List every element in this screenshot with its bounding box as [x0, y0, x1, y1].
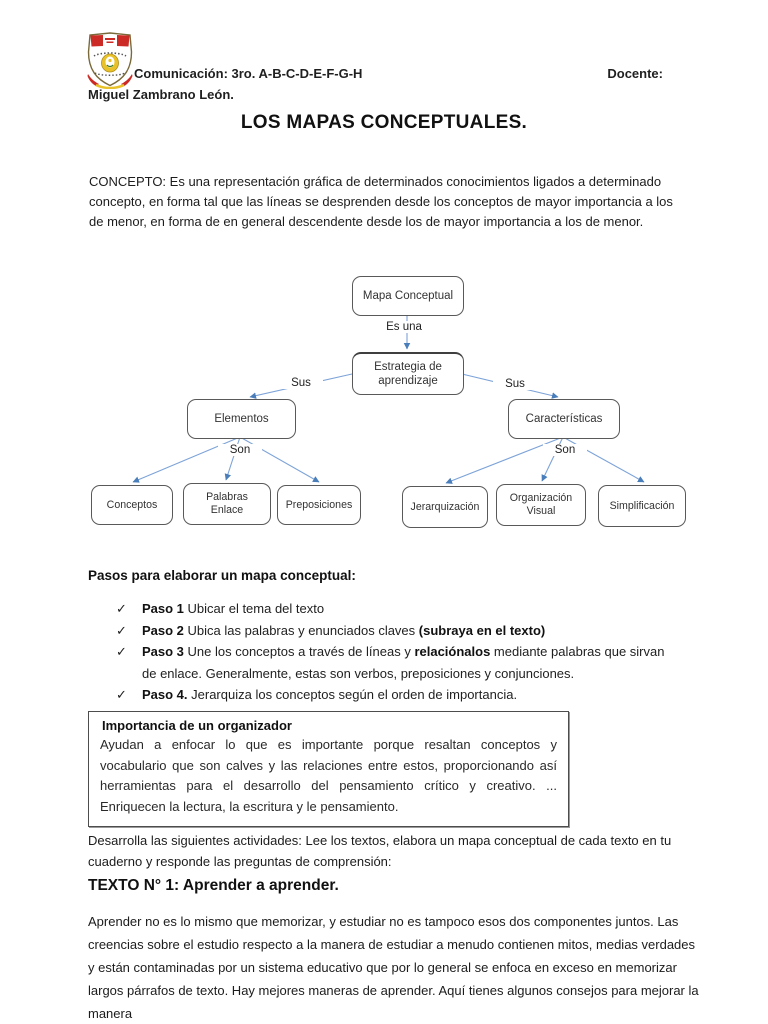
diagram-node-mapa-conceptual: Mapa Conceptual — [352, 276, 464, 316]
texto1-paragraph: Aprender no es lo mismo que memorizar, y… — [88, 914, 699, 1021]
connector-label-sus-left: Sus — [279, 377, 323, 389]
check-icon: ✓ — [116, 622, 127, 638]
header-line-1: Comunicación: 3ro. A-B-C-D-E-F-G-H Docen… — [134, 66, 663, 81]
steps-heading: Pasos para elaborar un mapa conceptual: — [88, 568, 356, 583]
diagram-node-palabras-enlace: Palabras Enlace — [183, 483, 271, 525]
step-item: ✓ Paso 2 Ubica las palabras y enunciados… — [116, 620, 676, 642]
header-course: Comunicación: 3ro. A-B-C-D-E-F-G-H — [134, 66, 363, 81]
page-title: LOS MAPAS CONCEPTUALES. — [240, 112, 528, 133]
step-text: Paso 3 Une los conceptos a través de lín… — [142, 644, 665, 681]
diagram-node-conceptos: Conceptos — [91, 485, 173, 525]
importance-title: Importancia de un organizador — [102, 718, 292, 733]
diagram-node-jerarquizacion: Jerarquización — [402, 486, 488, 528]
diagram-node-estrategia: Estrategia de aprendizaje — [352, 352, 464, 395]
connector-label-son-right: Son — [543, 444, 587, 456]
header-teacher: Miguel Zambrano León. — [88, 87, 234, 102]
diagram-node-caracteristicas: Características — [508, 399, 620, 439]
step-item: ✓ Paso 3 Une los conceptos a través de l… — [116, 641, 676, 684]
diagram-node-elementos: Elementos — [187, 399, 296, 439]
step-text: Paso 1 Ubicar el tema del texto — [142, 601, 325, 616]
importance-box: Importancia de un organizador Ayudan a e… — [88, 711, 569, 827]
steps-list: ✓ Paso 1 Ubicar el tema del texto ✓ Paso… — [116, 598, 676, 706]
connector-label-es-una: Es una — [372, 321, 436, 333]
concept-map-diagram: Es una Sus Sus Son Son Mapa Conceptual E… — [85, 268, 697, 536]
diagram-node-organizacion-visual: Organización Visual — [496, 484, 586, 526]
step-text: Paso 4. Jerarquiza los conceptos según e… — [142, 687, 518, 702]
step-text: Paso 2 Ubica las palabras y enunciados c… — [142, 622, 546, 638]
check-icon: ✓ — [116, 644, 127, 659]
check-icon: ✓ — [116, 601, 127, 616]
step-item: ✓ Paso 4. Jerarquiza los conceptos según… — [116, 684, 676, 706]
connector-label-sus-right: Sus — [493, 378, 537, 390]
diagram-node-preposiciones: Preposiciones — [277, 485, 361, 525]
activities-paragraph: Desarrolla las siguientes actividades: L… — [88, 833, 672, 869]
connector-label-son-left: Son — [218, 444, 262, 456]
check-icon: ✓ — [116, 687, 127, 702]
step-item: ✓ Paso 1 Ubicar el tema del texto — [116, 598, 676, 620]
school-crest-icon — [87, 32, 133, 89]
importance-body: Ayudan a enfocar lo que es importante po… — [100, 737, 557, 814]
texto1-heading: TEXTO N° 1: Aprender a aprender. — [88, 877, 339, 894]
diagram-node-simplificacion: Simplificación — [598, 485, 686, 527]
concepto-paragraph: CONCEPTO: Es una representación gráfica … — [89, 174, 673, 229]
header-docente-label: Docente: — [607, 66, 663, 81]
